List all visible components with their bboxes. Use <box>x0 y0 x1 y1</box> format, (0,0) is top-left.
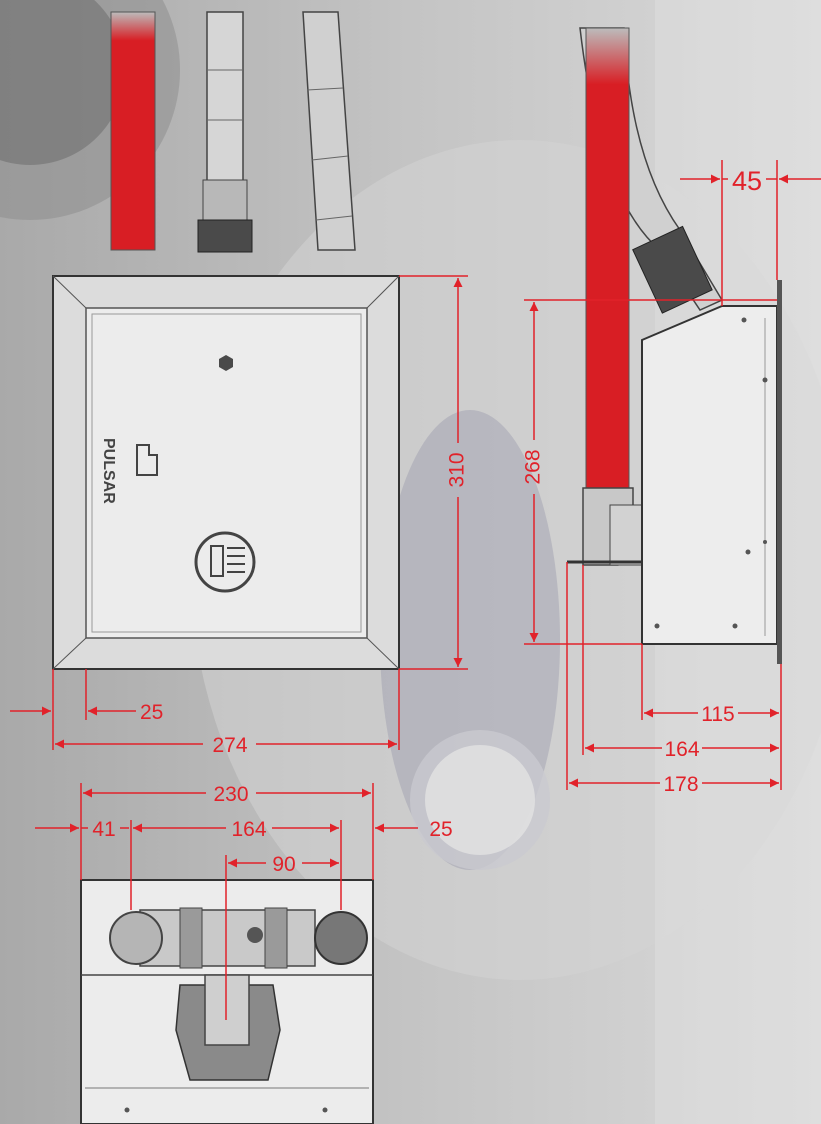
side-depth-pipe-label: 164 <box>664 738 699 761</box>
hoses-side <box>567 27 724 566</box>
top-total-label: 230 <box>213 783 248 806</box>
hoses-front <box>110 11 356 253</box>
front-cabinet: PULSAR <box>52 275 400 670</box>
side-depth-total-label: 178 <box>663 773 698 796</box>
hand-icon <box>136 444 158 476</box>
side-cabinet <box>641 280 782 664</box>
front-frame-label: 25 <box>140 701 163 724</box>
top-center-label: 164 <box>231 818 266 841</box>
side-depth-box-label: 115 <box>701 703 734 726</box>
top-inner-label: 90 <box>272 853 295 876</box>
side-view <box>567 27 782 664</box>
front-width-label: 274 <box>212 734 247 757</box>
front-logo: PULSAR <box>100 438 117 504</box>
side-height-label: 268 <box>522 449 545 484</box>
front-view: PULSAR <box>52 11 400 670</box>
manifold-pipes <box>109 907 368 1081</box>
hose-reel-icon <box>194 531 256 593</box>
top-view <box>80 879 374 1124</box>
top-left-label: 41 <box>92 818 115 841</box>
dimensions <box>10 160 821 1020</box>
lock-icon <box>219 355 233 371</box>
front-height-label: 310 <box>446 452 469 487</box>
dimension-labels: 310 25 274 268 45 115 164 178 230 41 164… <box>92 166 762 876</box>
side-top-offset-label: 45 <box>732 166 762 196</box>
top-right-label: 25 <box>429 818 452 841</box>
